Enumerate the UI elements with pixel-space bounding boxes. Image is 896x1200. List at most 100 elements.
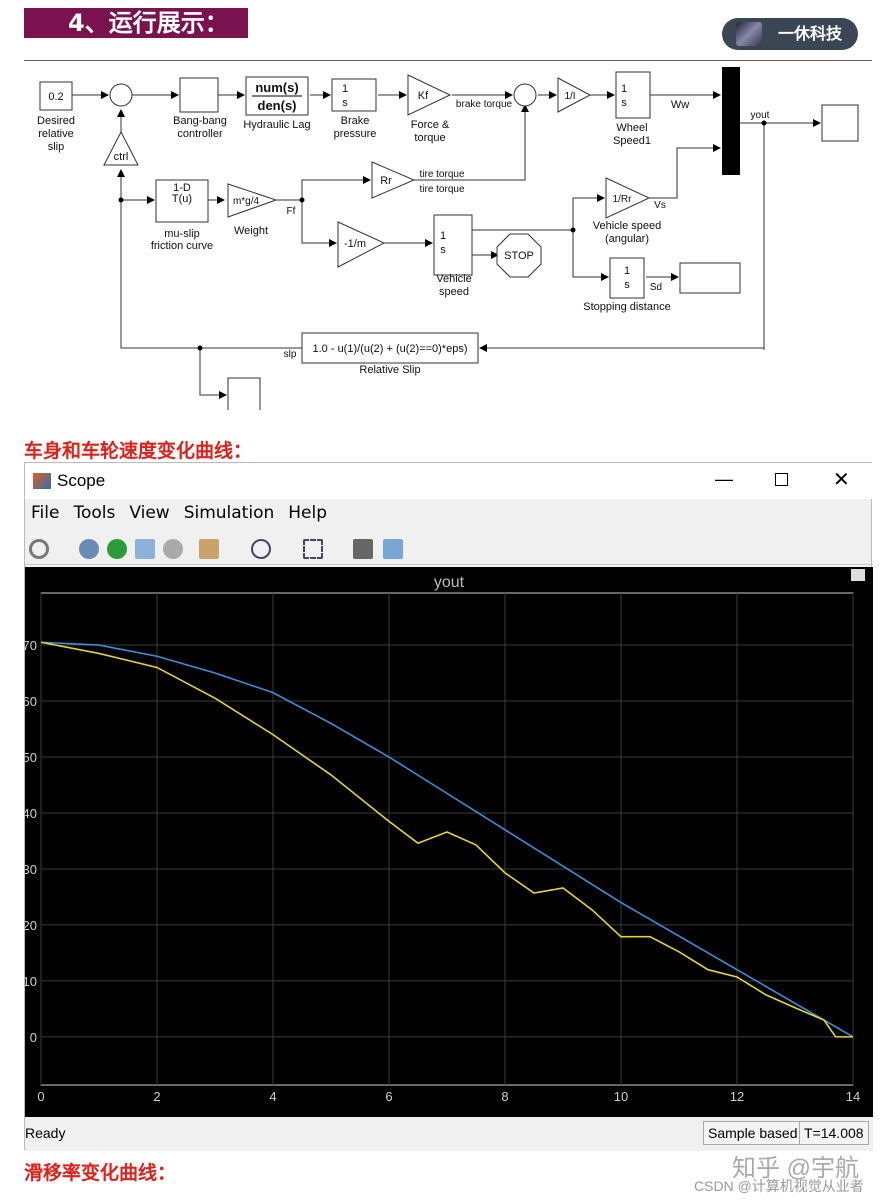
mux-block <box>722 67 740 175</box>
display-block <box>679 262 741 294</box>
svg-text:Stopping distance: Stopping distance <box>583 301 670 313</box>
menu-tools[interactable]: Tools <box>73 503 116 523</box>
menu-help[interactable]: Help <box>288 503 328 523</box>
x-tick-label: 14 <box>846 1089 860 1104</box>
y-tick-label: 50 <box>25 750 37 765</box>
y-tick-label: 30 <box>25 862 37 877</box>
svg-text:s: s <box>621 97 627 109</box>
lookup-block <box>155 179 209 223</box>
menu-simulation[interactable]: Simulation <box>183 503 275 523</box>
x-tick-label: 6 <box>385 1089 392 1104</box>
sum-block <box>109 83 133 107</box>
measurements-icon[interactable] <box>383 539 403 559</box>
svg-text:1.0 - u(1)/(u(2) + (u(2)==0)*e: 1.0 - u(1)/(u(2) + (u(2)==0)*eps) <box>313 343 468 355</box>
y-tick-label: 70 <box>25 638 37 653</box>
svg-text:Wheel: Wheel <box>616 122 647 134</box>
stop-icon[interactable] <box>163 539 183 559</box>
constant-block <box>39 81 73 111</box>
settings-gear-icon[interactable] <box>29 539 49 559</box>
svg-text:num(s): num(s) <box>255 80 298 95</box>
menu-file[interactable]: File <box>31 503 60 523</box>
wheel-integrator <box>615 71 651 119</box>
run-icon[interactable] <box>107 539 127 559</box>
relay-block <box>179 77 219 113</box>
svg-text:pressure: pressure <box>334 128 377 140</box>
svg-text:tire torque: tire torque <box>419 184 464 195</box>
svg-text:relative: relative <box>38 128 73 140</box>
svg-text:Force &: Force & <box>411 119 450 131</box>
x-tick-label: 8 <box>501 1089 508 1104</box>
zhihu-watermark: 知乎 @宇航 <box>732 1155 860 1182</box>
svg-text:den(s): den(s) <box>258 98 297 113</box>
distance-integrator <box>609 257 645 299</box>
step-forward-icon[interactable] <box>135 539 155 559</box>
svg-text:slp: slp <box>284 349 297 360</box>
svg-text:torque: torque <box>414 132 445 144</box>
integrator-block <box>331 78 377 112</box>
svg-text:-1/m: -1/m <box>344 238 366 250</box>
svg-text:Brake: Brake <box>341 115 370 127</box>
status-bar: Ready Sample based T=14.008 <box>25 1117 873 1151</box>
svg-text:Kf: Kf <box>418 90 429 102</box>
svg-text:1: 1 <box>342 83 348 95</box>
fcn-block <box>301 332 479 364</box>
svg-text:tire torque: tire torque <box>419 169 464 180</box>
sample-mode: Sample based <box>703 1121 803 1145</box>
svg-text:Ww: Ww <box>671 99 689 111</box>
menu-view[interactable]: View <box>129 503 170 523</box>
menu-bar: File Tools View Simulation Help <box>25 503 873 529</box>
gain-inv-i <box>557 77 592 113</box>
series-line-0 <box>40 641 854 1038</box>
close-button[interactable]: ✕ <box>833 469 850 491</box>
scope-block-slip <box>227 377 261 410</box>
ctrl-goto <box>103 130 139 166</box>
svg-text:controller: controller <box>177 128 223 140</box>
x-tick-label: 2 <box>153 1089 160 1104</box>
title-bar: Scope — ✕ <box>25 463 873 499</box>
svg-text:Rr: Rr <box>380 175 392 187</box>
gain-weight <box>227 183 278 218</box>
y-tick-label: 20 <box>25 918 37 933</box>
svg-text:0.2: 0.2 <box>48 91 63 103</box>
scope-block-yout <box>821 104 859 142</box>
y-tick-label: 60 <box>25 694 37 709</box>
section-heading-speed: 车身和车轮速度变化曲线： <box>24 440 253 462</box>
gain-kf <box>407 74 452 116</box>
svg-text:(angular): (angular) <box>605 233 649 245</box>
toolbar <box>25 531 873 565</box>
autoscale-icon[interactable] <box>303 539 323 559</box>
highlight-block-icon[interactable] <box>199 539 219 559</box>
minimize-button[interactable]: — <box>715 469 733 489</box>
zoom-icon[interactable] <box>251 539 271 559</box>
svg-text:Vehicle speed: Vehicle speed <box>593 220 662 232</box>
svg-text:slip: slip <box>48 141 65 153</box>
step-back-icon[interactable] <box>79 539 99 559</box>
triggers-icon[interactable] <box>353 539 373 559</box>
svg-text:Hydraulic Lag: Hydraulic Lag <box>243 119 310 131</box>
svg-text:s: s <box>624 279 630 291</box>
svg-text:yout: yout <box>751 110 770 121</box>
svg-text:friction curve: friction curve <box>151 240 213 252</box>
x-tick-label: 0 <box>37 1089 44 1104</box>
svg-text:s: s <box>440 244 446 256</box>
svg-text:Vs: Vs <box>654 200 666 211</box>
y-tick-label: 40 <box>25 806 37 821</box>
divider <box>24 60 872 61</box>
stop-block <box>496 233 542 278</box>
svg-text:STOP: STOP <box>504 250 534 262</box>
undock-icon <box>851 569 865 581</box>
svg-text:Desired: Desired <box>37 115 75 127</box>
sum-block-2 <box>513 83 537 107</box>
svg-text:s: s <box>342 97 348 109</box>
svg-text:Bang-bang: Bang-bang <box>173 115 227 127</box>
svg-text:1/I: 1/I <box>564 91 575 102</box>
svg-text:1/Rr: 1/Rr <box>613 194 633 205</box>
section-title: 4、运行展示： <box>24 8 248 38</box>
svg-text:ctrl: ctrl <box>114 151 129 163</box>
gain-inv-rr <box>605 177 651 219</box>
svg-text:1: 1 <box>440 230 446 242</box>
x-tick-label: 12 <box>730 1089 744 1104</box>
maximize-button[interactable] <box>775 473 788 486</box>
